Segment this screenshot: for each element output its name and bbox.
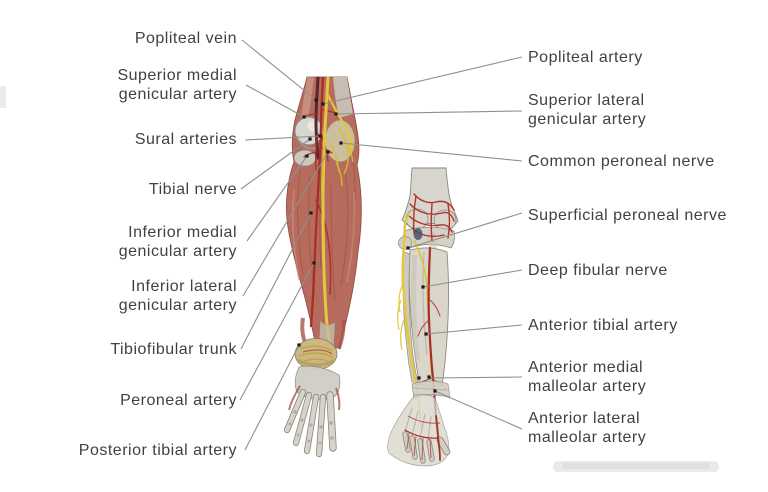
label-superior-lateral-genicular-artery: Superior lateral genicular artery <box>528 92 647 128</box>
leader-dot-deep-fibular-nerve <box>421 285 425 289</box>
knee-recess <box>413 228 423 240</box>
leader-dot-superior-lateral-genicular-artery <box>334 112 338 116</box>
leader-dot-anterior-tibial-artery <box>424 332 428 336</box>
leader-dot-popliteal-vein <box>314 98 318 102</box>
anterior-tibial-artery-vessel <box>427 246 438 418</box>
leader-line-superficial-peroneal-nerve <box>407 212 523 249</box>
label-popliteal-vein: Popliteal vein <box>134 30 237 47</box>
label-common-peroneal-nerve: Common peroneal nerve <box>528 153 715 170</box>
leader-line-sural-arteries <box>244 135 321 141</box>
thigh-bone-stripe <box>333 77 353 118</box>
label-peroneal-artery: Peroneal artery <box>120 392 237 409</box>
arcuate-artery <box>404 429 439 439</box>
leader-line-anterior-medial-malleolar-artery <box>429 376 523 379</box>
anterior-leg-illustration <box>387 167 459 467</box>
label-inferior-lateral-genicular-artery: Inferior lateral genicular artery <box>118 278 237 314</box>
leader-line-deep-fibular-nerve <box>422 269 523 288</box>
leader-dot-anterior-medial-malleolar-artery-2 <box>427 375 431 379</box>
nerve-branches <box>320 127 354 203</box>
digital-arteries <box>406 415 441 461</box>
leader-line-anterior-lateral-malleolar-artery <box>434 390 523 430</box>
fibula-bone <box>402 251 419 383</box>
label-popliteal-artery: Popliteal artery <box>528 49 643 66</box>
popliteal-vein-vessel <box>314 76 320 160</box>
label-inferior-medial-genicular-artery: Inferior medial genicular artery <box>118 224 237 260</box>
muscle-highlights <box>291 189 356 283</box>
leader-line-popliteal-vein <box>241 39 317 101</box>
leader-dot-peroneal-artery <box>312 261 316 265</box>
tarsal-bones <box>294 365 341 401</box>
label-tibial-nerve: Tibial nerve <box>148 181 237 198</box>
label-anterior-medial-malleolar-artery: Anterior medial malleolar artery <box>528 359 647 395</box>
thigh-tendon-stripe <box>300 77 314 125</box>
leader-dot-anterior-medial-malleolar-artery <box>417 376 421 380</box>
foot-dorsum <box>387 394 450 467</box>
leader-dot-common-peroneal-nerve <box>339 141 343 145</box>
label-superficial-peroneal-nerve: Superficial peroneal nerve <box>528 207 727 224</box>
leader-line-tibiofibular-trunk <box>240 212 312 350</box>
leader-dot-anterior-lateral-malleolar-artery <box>433 389 437 393</box>
leader-line-anterior-tibial-artery <box>425 324 523 335</box>
leader-dot-superficial-peroneal-nerve <box>406 246 410 250</box>
leader-dot-tibiofibular-trunk <box>309 211 313 215</box>
plantar-nerve-network <box>298 345 334 364</box>
toe-joints <box>288 410 334 445</box>
leader-dot-tibial-nerve <box>308 137 312 141</box>
dorsalis-pedis-artery <box>435 415 441 461</box>
leader-line-posterior-tibial-artery <box>244 344 300 451</box>
posterior-leg-illustration <box>283 76 362 458</box>
label-anterior-tibial-artery: Anterior tibial artery <box>528 317 678 334</box>
leader-dot-popliteal-artery <box>321 102 325 106</box>
leader-line-popliteal-artery <box>322 56 523 105</box>
label-superior-medial-genicular-artery: Superior medial genicular artery <box>117 67 237 103</box>
label-deep-fibular-nerve: Deep fibular nerve <box>528 262 668 279</box>
popliteal-artery-vessel <box>309 76 325 328</box>
leader-line-common-peroneal-nerve <box>340 142 523 162</box>
edge-artifact <box>0 86 6 108</box>
label-sural-arteries: Sural arteries <box>134 131 237 148</box>
watermark-smudge <box>553 461 719 472</box>
label-anterior-lateral-malleolar-artery: Anterior lateral malleolar artery <box>528 410 647 446</box>
leader-line-peroneal-artery <box>239 262 315 401</box>
common-peroneal-nerve-trunk <box>326 93 354 152</box>
leader-line-inferior-medial-genicular-artery <box>246 155 308 242</box>
leader-line-tibial-nerve <box>240 138 311 190</box>
leader-dot-inferior-medial-genicular-artery <box>305 154 309 158</box>
leader-dots <box>297 98 437 393</box>
medial-condyle <box>405 208 429 230</box>
genicular-anastomosis <box>407 193 455 242</box>
leader-line-superior-medial-genicular-artery <box>245 84 305 118</box>
leader-line-inferior-lateral-genicular-artery <box>242 151 329 297</box>
label-posterior-tibial-artery: Posterior tibial artery <box>78 442 237 459</box>
peroneal-artery-vessel <box>315 199 332 295</box>
leader-dot-posterior-tibial-artery <box>297 343 301 347</box>
label-tibiofibular-trunk: Tibiofibular trunk <box>110 341 237 358</box>
leader-dot-inferior-lateral-genicular-artery <box>326 150 330 154</box>
leader-dot-sural-arteries <box>318 134 322 138</box>
leader-line-superior-lateral-genicular-artery <box>335 110 523 115</box>
leader-lines <box>239 39 523 451</box>
leader-dot-superior-medial-genicular-artery <box>302 115 306 119</box>
